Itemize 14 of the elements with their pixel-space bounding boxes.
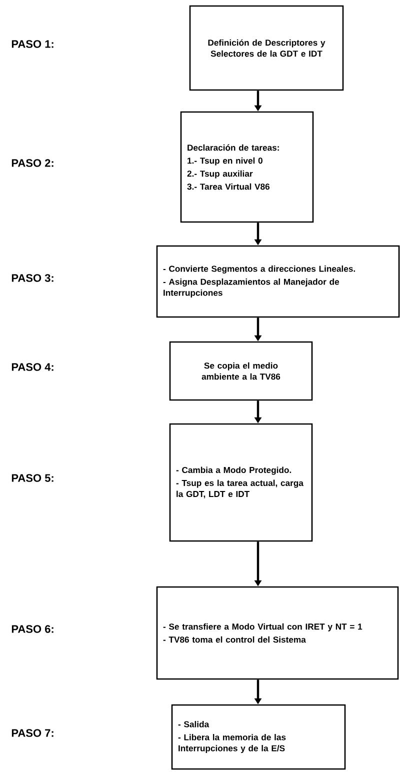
process-box: - Se transfiere a Modo Virtual con IRET y NT = 1 - TV86 toma el control del Sistema bbox=[156, 586, 399, 680]
process-box: - Convierte Segmentos a direcciones Lineales. - Asigna Desplazamientos al Manejador de Interrupciones bbox=[156, 245, 400, 318]
step-label: PASO 2: bbox=[12, 159, 54, 167]
step-label: PASO 5: bbox=[12, 474, 54, 482]
process-box: - Salida - Libera la memoria de las Interrupciones y de la E/S bbox=[171, 704, 346, 770]
step-label: PASO 4: bbox=[12, 363, 54, 371]
process-box: - Cambia a Modo Protegido. - Tsup es la tarea actual, carga la GDT, LDT e IDT bbox=[169, 423, 313, 542]
process-box: Definición de Descriptores y Selectores de la GDT e IDT bbox=[189, 5, 344, 91]
process-box: Declaración de tareas: 1.- Tsup en nivel 0 2.- Tsup auxiliar 3.- Tarea Virtual V86 bbox=[180, 111, 314, 223]
step-label: PASO 3: bbox=[12, 274, 54, 282]
step-label: PASO 1: bbox=[12, 40, 54, 48]
process-box: Se copia el medio ambiente a la TV86 bbox=[169, 341, 313, 401]
step-label: PASO 6: bbox=[12, 625, 54, 633]
step-label: PASO 7: bbox=[12, 729, 54, 737]
